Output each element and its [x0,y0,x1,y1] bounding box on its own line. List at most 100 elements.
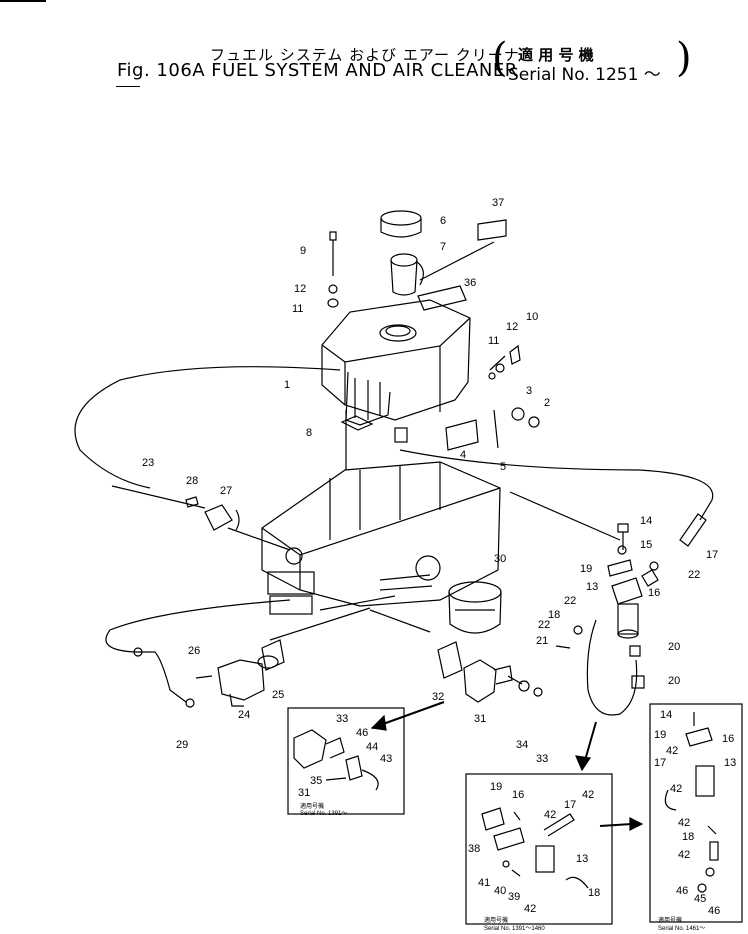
callout-25: 25 [272,689,284,701]
callout-3: 3 [526,385,532,397]
washer-33 [533,687,543,697]
callout-22a: 22 [564,595,576,607]
arrow-inset-3-head [629,817,644,831]
inset2-serial-jp: 適用号機 [484,916,508,924]
inset3-callout-13: 13 [724,757,736,769]
elbow-31 [463,659,513,703]
inset2-callout-39: 39 [508,891,520,903]
arrow-inset-2-head [575,755,592,772]
callout-21: 21 [536,635,548,647]
inset3-callout-17: 17 [654,757,666,769]
fitting-29 [185,698,195,708]
inset1-serial-jp: 適用号機 [300,802,324,810]
inset3-callout-45: 45 [694,893,706,905]
inset3-callout-18: 18 [682,831,694,843]
callout-1: 1 [284,379,290,391]
callout-33: 33 [536,753,548,765]
callout-22b: 22 [688,569,700,581]
callout-15: 15 [640,539,652,551]
callout-24: 24 [238,709,250,721]
inset2-callout-42a: 42 [582,789,594,801]
inset2-callout-18: 18 [588,887,600,899]
inset-1-frame [287,707,405,815]
leader-frame-valve [509,491,621,541]
inset2-callout-38: 38 [468,843,480,855]
main-frame [261,461,501,615]
callout-6: 6 [440,215,446,227]
clamp-22b [573,625,583,635]
inset2-callout-41: 41 [478,877,490,889]
banjo-20b [631,675,645,689]
arrow-inset-3 [599,823,633,827]
callout-9: 9 [300,245,306,257]
inset-3-parts [664,712,719,893]
inset2-callout-13: 13 [576,853,588,865]
callout-8: 8 [306,427,312,439]
inset3-callout-14: 14 [660,709,672,721]
leader-elbow [507,675,523,685]
callout-12: 12 [294,283,306,295]
callout-17: 17 [706,549,718,561]
washer-11b [488,372,496,380]
serial-number: Serial No. 1251 ～ [508,65,661,85]
inset2-serial: Serial No. 1391～1460 [484,926,545,932]
valve-13 [611,577,643,639]
bolt-10 [489,344,521,371]
fitting-left [133,647,143,657]
inset1-callout-44: 44 [366,741,378,753]
decal-37 [477,219,507,241]
callout-12b: 12 [506,321,518,333]
inset2-callout-19: 19 [490,781,502,793]
washer-11 [327,298,339,308]
top-left-rule [0,0,46,2]
inset1-serial: Serial No. 1391～ [300,811,347,817]
callout-27: 27 [220,485,232,497]
serial-close-paren: ) [676,35,692,81]
bracket-8 [340,415,374,431]
inset2-callout-42c: 42 [524,903,536,915]
figure-title-japanese: フュエル システム および エアー クリーナ [210,46,520,64]
callout-16: 16 [648,587,660,599]
callout-11: 11 [292,303,303,315]
inset3-callout-46b: 46 [708,905,720,917]
serial-open-paren: ( [492,35,508,81]
inset1-callout-46: 46 [356,727,368,739]
callout-18: 18 [548,609,560,621]
clamp-22a [649,561,659,571]
inset3-serial: Serial No. 1461～ [658,926,705,932]
inset-3-frame [649,703,743,923]
bolt-26 [195,675,213,679]
callout-23: 23 [142,457,154,469]
screw-28 [185,496,199,508]
callout-5: 5 [500,461,506,473]
callout-22c: 22 [538,619,550,631]
line-to-frame [227,527,291,551]
leader-cleaner [369,609,431,633]
fuel-hose-17 [399,449,714,521]
callout-30: 30 [494,553,506,565]
callout-labels: 1 2 3 4 5 6 7 8 9 10 11 12 11 12 13 14 1… [142,197,736,932]
serial-label-japanese: 適 用 号 機 [518,46,594,64]
nut-2 [528,416,540,428]
callout-13: 13 [586,581,598,593]
gasket-32 [437,641,463,679]
decal-36 [417,285,467,311]
callout-37: 37 [492,197,504,209]
washer-15 [617,545,627,555]
washer-12 [328,284,338,294]
fuel-strainer [390,253,424,296]
tank-cap [380,210,422,238]
inset3-callout-42a: 42 [666,745,678,757]
inset3-callout-16: 16 [722,733,734,745]
hose-18 [586,619,638,716]
banjo-20a [629,645,641,657]
fuel-line-23 [74,366,341,489]
inset3-callout-42d: 42 [678,849,690,861]
inset3-serial-jp: 適用号機 [658,916,682,924]
leader-37 [419,241,495,281]
fuel-tank [321,299,471,443]
inset1-callout-35: 35 [310,775,322,787]
callout-31: 31 [474,713,486,725]
callout-20a: 20 [668,641,680,653]
inset-2-frame [465,773,613,925]
